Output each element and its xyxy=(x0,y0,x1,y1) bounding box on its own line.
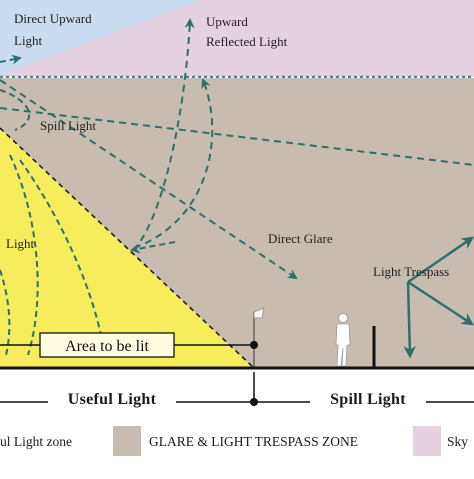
useful-light-path-1 xyxy=(9,154,39,356)
upward-reflected-label-2: Reflected Light xyxy=(206,34,288,49)
direct-glare-label: Direct Glare xyxy=(268,231,333,246)
reflect-return-arrow xyxy=(130,241,176,254)
useful-light-label: Useful Light xyxy=(68,391,157,408)
useful-light-path-2 xyxy=(19,159,106,361)
direct-upward-label-2: Light xyxy=(14,33,43,48)
spill-light-bottom-label: Spill Light xyxy=(330,391,406,408)
bottom-band xyxy=(0,370,474,474)
upward-reflected-label-1: Upward xyxy=(206,14,248,29)
trespass-arrow-down xyxy=(403,281,416,359)
light-partial-label: Light xyxy=(6,236,35,251)
light-trespass-label: Light Trespass xyxy=(373,264,449,279)
trespass-arrow-right xyxy=(407,280,474,326)
useful-label-bg xyxy=(48,388,176,410)
person-icon xyxy=(335,313,351,367)
direct-upward-arrow xyxy=(0,54,22,65)
spill-light-label: Spill Light xyxy=(40,118,96,133)
legend-glare-label: GLARE & LIGHT TRESPASS ZONE xyxy=(149,434,358,449)
legend-glare-swatch xyxy=(113,426,141,456)
trespass-arrow-up xyxy=(407,236,474,284)
direct-upward-light-beam xyxy=(0,0,200,75)
divider-dot xyxy=(250,398,258,406)
reflected-upward-path xyxy=(132,18,195,251)
useful-zone-edge xyxy=(0,127,255,369)
area-marker-dot xyxy=(250,341,258,349)
legend-useful-label: ul Light zone xyxy=(0,434,72,449)
spill-light-path xyxy=(0,89,30,131)
spill-label-bg xyxy=(310,388,426,410)
area-to-be-lit-label: Area to be lit xyxy=(65,338,150,355)
legend-sky-swatch xyxy=(413,426,441,456)
reflected-loop-path xyxy=(133,78,214,249)
flag-icon xyxy=(253,307,265,319)
area-to-be-lit-box xyxy=(39,332,175,358)
long-spill-line xyxy=(0,107,474,166)
useful-light-path-3 xyxy=(0,269,11,356)
legend-sky-label: Sky xyxy=(447,434,468,449)
direct-upward-label-1: Direct Upward xyxy=(14,11,92,26)
